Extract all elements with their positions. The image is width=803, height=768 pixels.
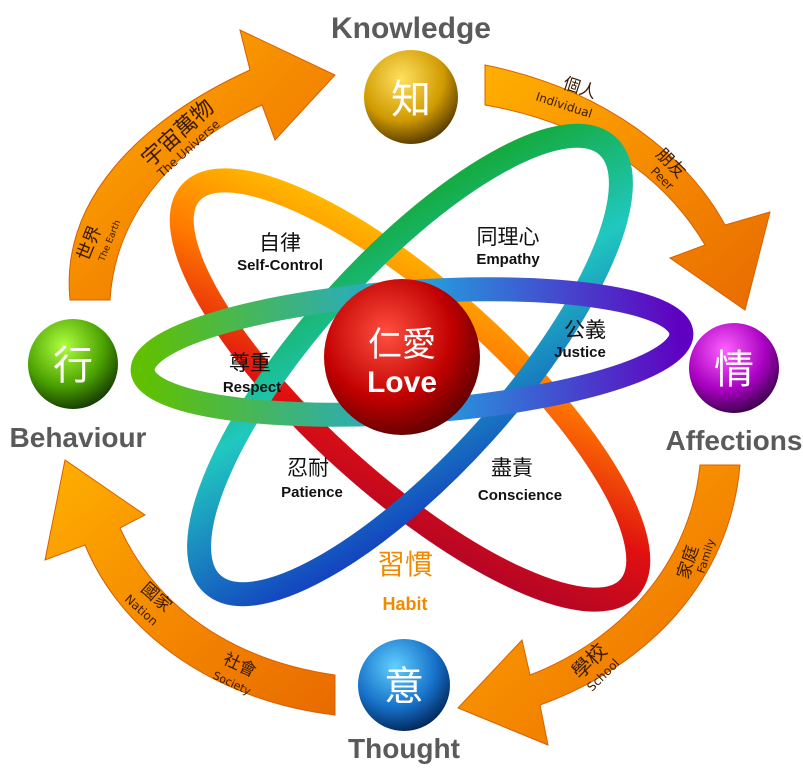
- behaviour-zh: 行: [53, 343, 93, 389]
- node-knowledge: Knowledge 知: [331, 12, 491, 144]
- arrow-affections-to-thought: [457, 464, 741, 746]
- respect-en: Respect: [223, 379, 281, 396]
- patience-en: Patience: [281, 484, 343, 501]
- knowledge-title: Knowledge: [331, 12, 491, 45]
- knowledge-sphere: [364, 50, 458, 144]
- conscience-zh: 盡責: [491, 456, 533, 480]
- love-en: Love: [367, 366, 437, 399]
- behaviour-sphere: [28, 319, 118, 409]
- thought-zh: 意: [384, 664, 424, 710]
- love-zh: 仁愛: [368, 325, 436, 365]
- self-control-en: Self-Control: [237, 257, 323, 274]
- patience-zh: 忍耐: [287, 456, 329, 480]
- thought-sphere: [358, 639, 450, 731]
- empathy-en: Empathy: [476, 251, 540, 268]
- affections-title: Affections: [666, 425, 803, 456]
- node-behaviour: 行 Behaviour: [10, 319, 147, 453]
- arrow-behaviour-to-knowledge: [68, 29, 336, 301]
- ring-red-yellow: [169, 168, 651, 612]
- arrow-thought-to-behaviour: [44, 459, 336, 716]
- self-control-zh: 自律: [259, 231, 301, 255]
- node-affections: 情 Affections: [666, 323, 803, 456]
- behaviour-title: Behaviour: [10, 422, 147, 453]
- virtue-labels: 自律 Self-Control 同理心 Empathy 公義 Justice 尊…: [223, 225, 606, 504]
- love-sphere: [324, 279, 480, 435]
- affections-zh: 情: [714, 347, 754, 393]
- node-thought: 意 Thought: [348, 639, 460, 764]
- habit-zh: 習慣: [377, 548, 433, 581]
- knowledge-zh: 知: [391, 77, 431, 123]
- justice-zh: 公義: [564, 318, 606, 342]
- conscience-en: Conscience: [478, 487, 562, 504]
- thought-title: Thought: [348, 733, 460, 764]
- cycle-arrows: [44, 29, 771, 746]
- habit-label: 習慣 Habit: [377, 548, 433, 614]
- habit-en: Habit: [383, 594, 428, 614]
- empathy-zh: 同理心: [477, 225, 540, 249]
- love-center: 仁愛 Love: [324, 279, 480, 435]
- affections-sphere: [689, 323, 779, 413]
- justice-en: Justice: [554, 344, 606, 361]
- respect-zh: 尊重: [229, 351, 271, 375]
